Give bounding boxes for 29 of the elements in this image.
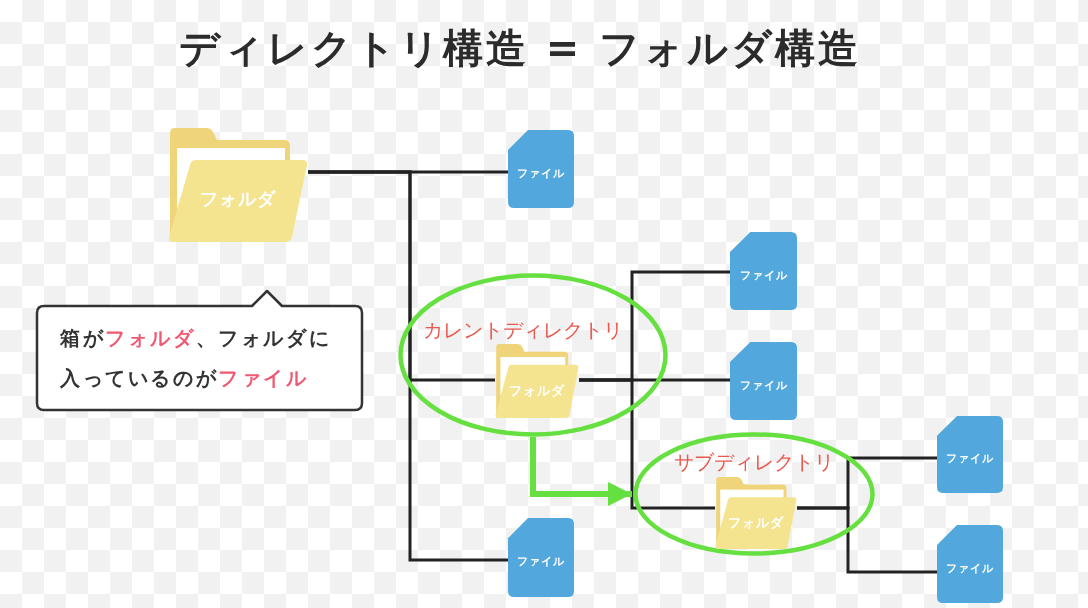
title: ディレクトリ構造 = フォルダ構造 bbox=[178, 24, 862, 72]
file-graphic bbox=[508, 130, 574, 208]
arrow bbox=[530, 437, 632, 506]
file-label: ファイル bbox=[739, 379, 788, 393]
file-graphic bbox=[730, 342, 797, 420]
file-label: ファイル bbox=[946, 452, 994, 466]
connector-line bbox=[579, 378, 715, 510]
file-label: ファイル bbox=[517, 555, 565, 569]
annotation-text: カレントディレクトリ bbox=[423, 318, 623, 342]
file-graphic bbox=[730, 232, 797, 310]
folder-label: フォルダ bbox=[509, 382, 565, 399]
annotation-text: サブディレクトリ bbox=[674, 450, 834, 474]
highlight-ellipse bbox=[398, 273, 668, 437]
folder-graphic bbox=[168, 128, 308, 242]
folder-graphic bbox=[495, 344, 579, 418]
file-label: ファイル bbox=[517, 167, 565, 181]
file-graphic bbox=[937, 416, 1003, 493]
speech-bubble bbox=[36, 288, 363, 412]
folder-label: フォルダ bbox=[728, 515, 784, 531]
file-label: ファイル bbox=[739, 269, 788, 283]
folder-graphic bbox=[715, 477, 797, 549]
folder-label: フォルダ bbox=[200, 187, 276, 210]
file-graphic bbox=[937, 525, 1003, 603]
file-label: ファイル bbox=[946, 562, 994, 576]
connector-line bbox=[797, 506, 937, 574]
highlight-ellipse bbox=[633, 432, 875, 556]
connector-line bbox=[308, 170, 508, 562]
file-graphic bbox=[508, 518, 574, 597]
callout-text: 箱がフォルダ、フォルダに入っているのがファイル bbox=[60, 325, 333, 392]
